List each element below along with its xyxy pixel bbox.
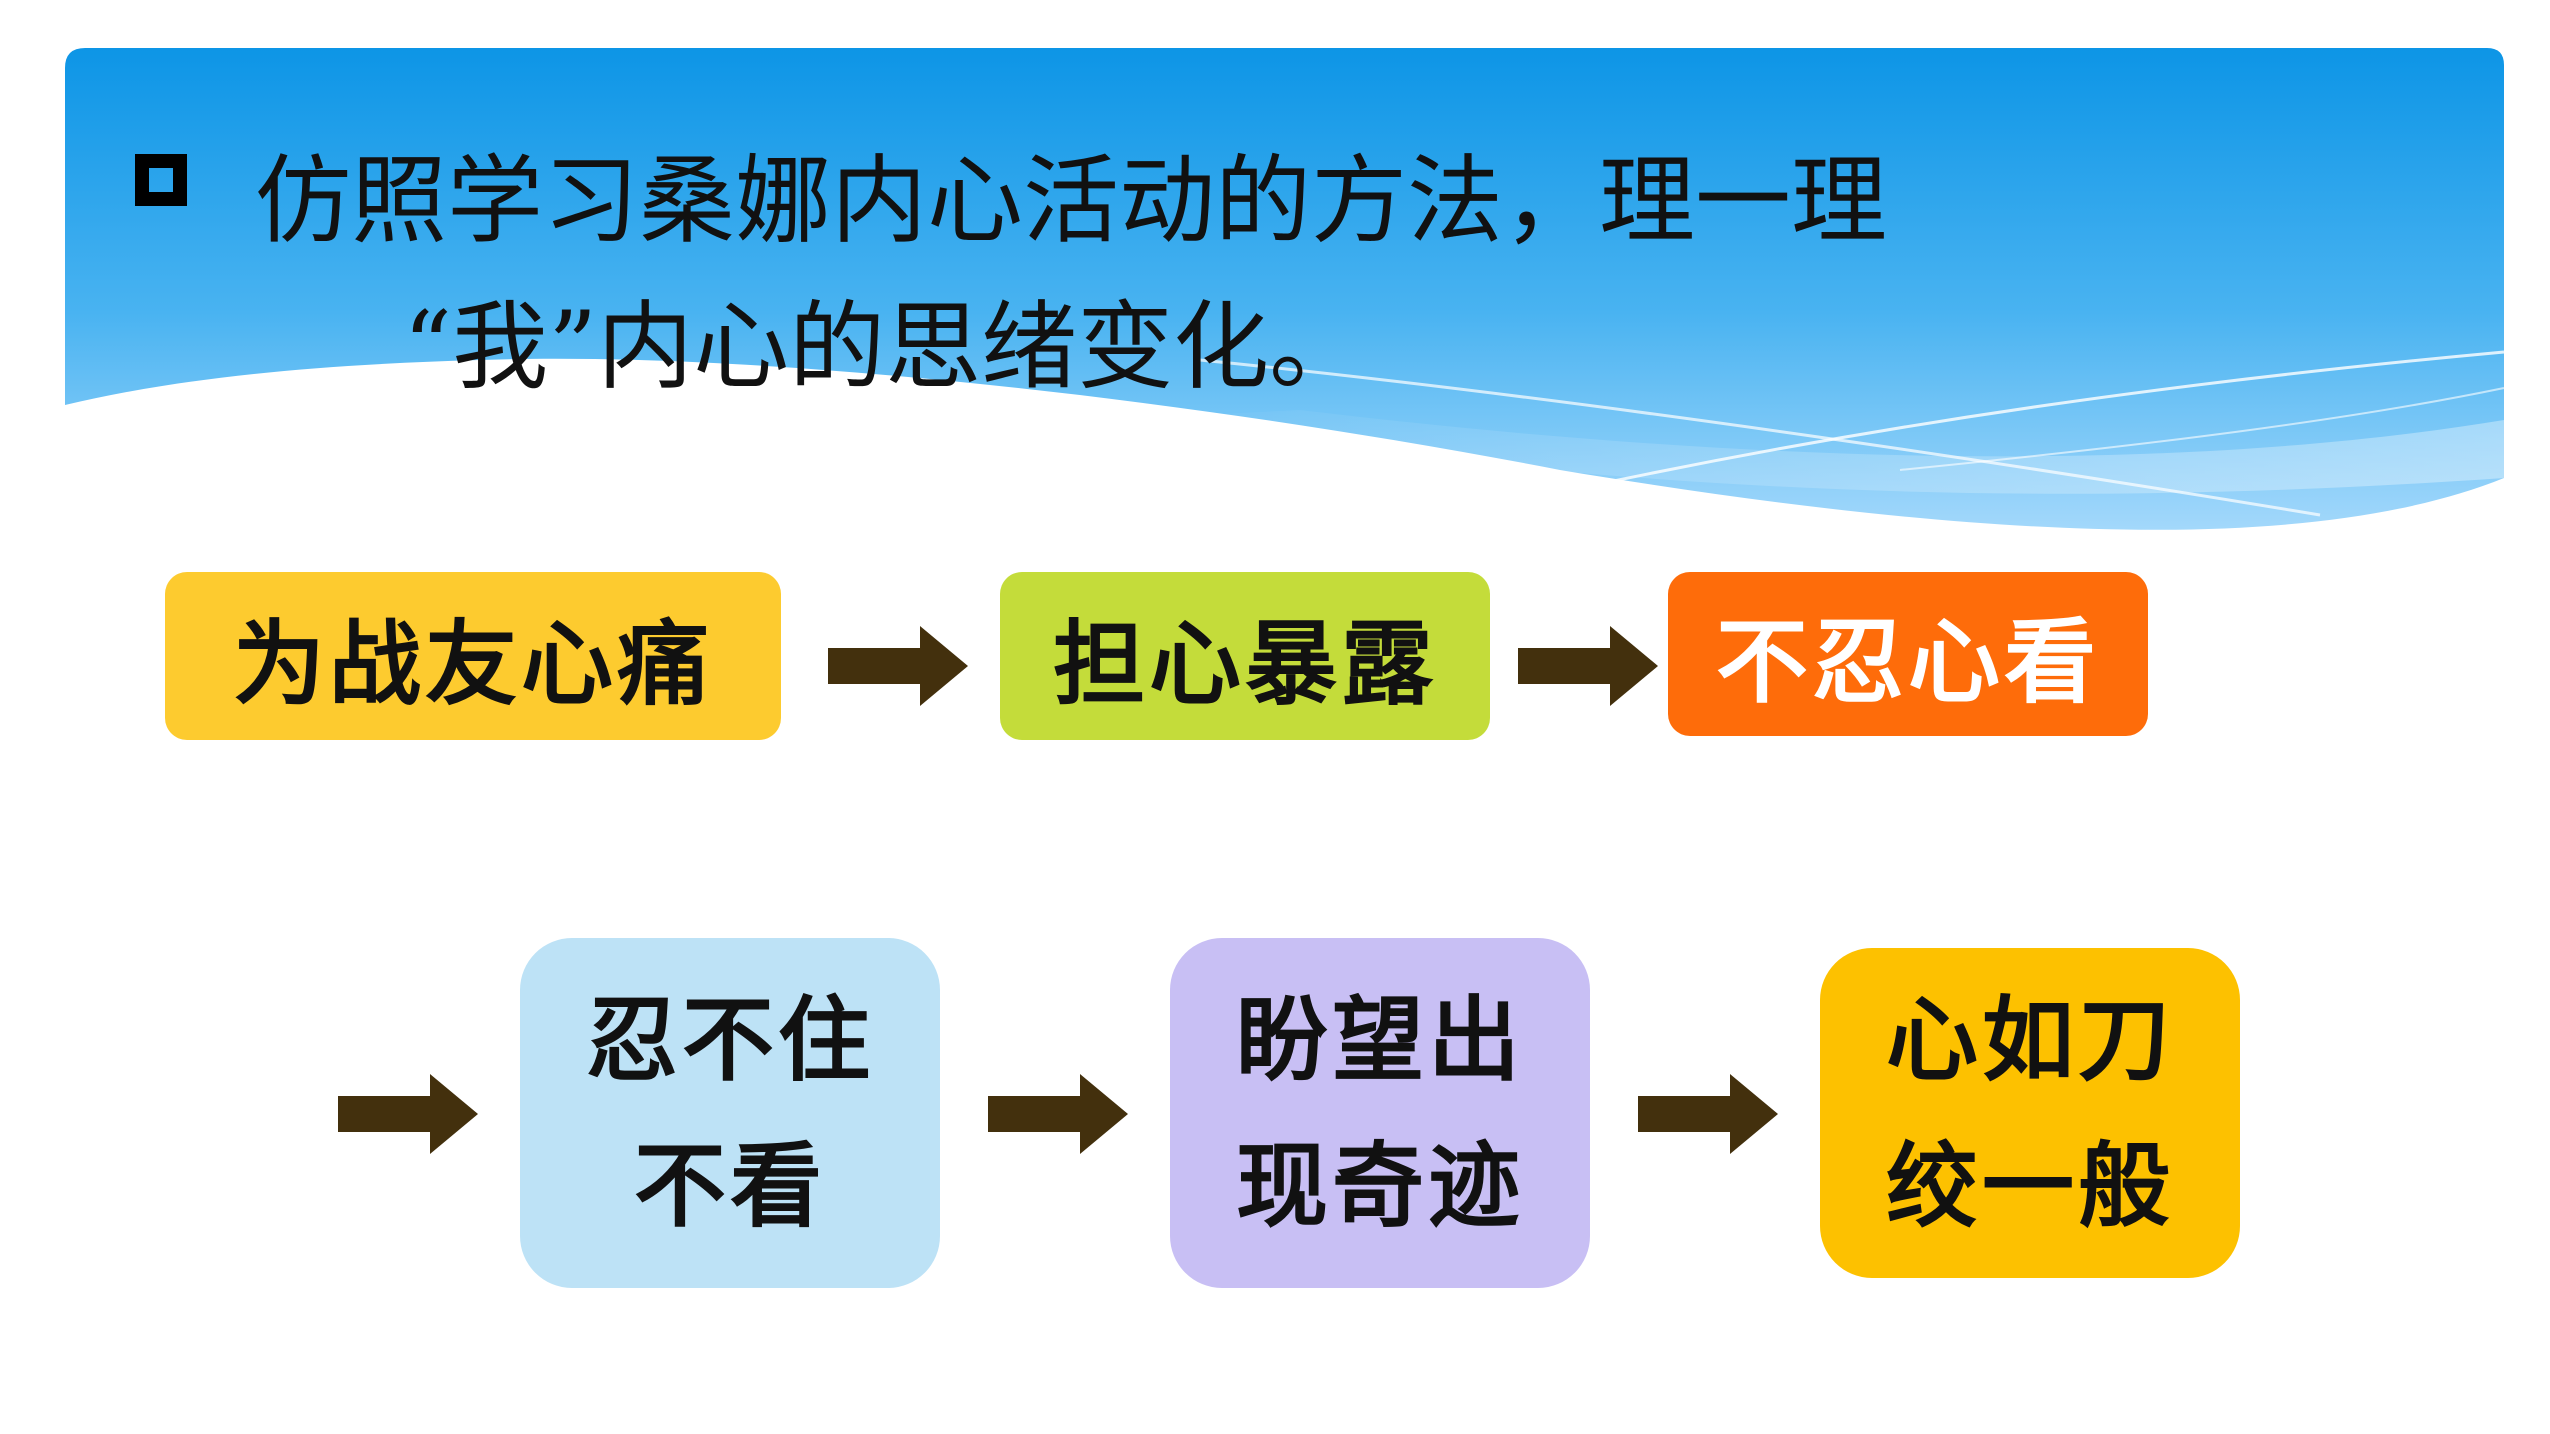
arrow-right-icon — [828, 626, 968, 706]
header-banner — [65, 48, 2505, 530]
arrow-right-icon — [988, 1074, 1128, 1154]
node-heartache: 为战友心痛 — [165, 572, 781, 740]
arrow-right-icon — [1518, 626, 1658, 706]
square-bullet-icon — [135, 154, 187, 206]
arrow-right-icon — [338, 1074, 478, 1154]
node-hope-miracle: 盼望出 现奇迹 — [1170, 938, 1590, 1288]
node-heart-like-knife: 心如刀 绞一般 — [1820, 948, 2240, 1278]
node-cannot-bear-look: 不忍心看 — [1668, 572, 2148, 736]
node-cannot-help-looking: 忍不住 不看 — [520, 938, 940, 1288]
arrow-right-icon — [1638, 1074, 1778, 1154]
slide-heading: 仿照学习桑娜内心活动的方法，理一理 “我”内心的思绪变化。 — [135, 128, 1887, 403]
heading-line-1: 仿照学习桑娜内心活动的方法，理一理 — [255, 145, 1887, 257]
node-worry-exposure: 担心暴露 — [1000, 572, 1490, 740]
heading-line-2: “我”内心的思绪变化。 — [403, 291, 1366, 403]
heading-text: 仿照学习桑娜内心活动的方法，理一理 “我”内心的思绪变化。 — [255, 128, 2155, 420]
